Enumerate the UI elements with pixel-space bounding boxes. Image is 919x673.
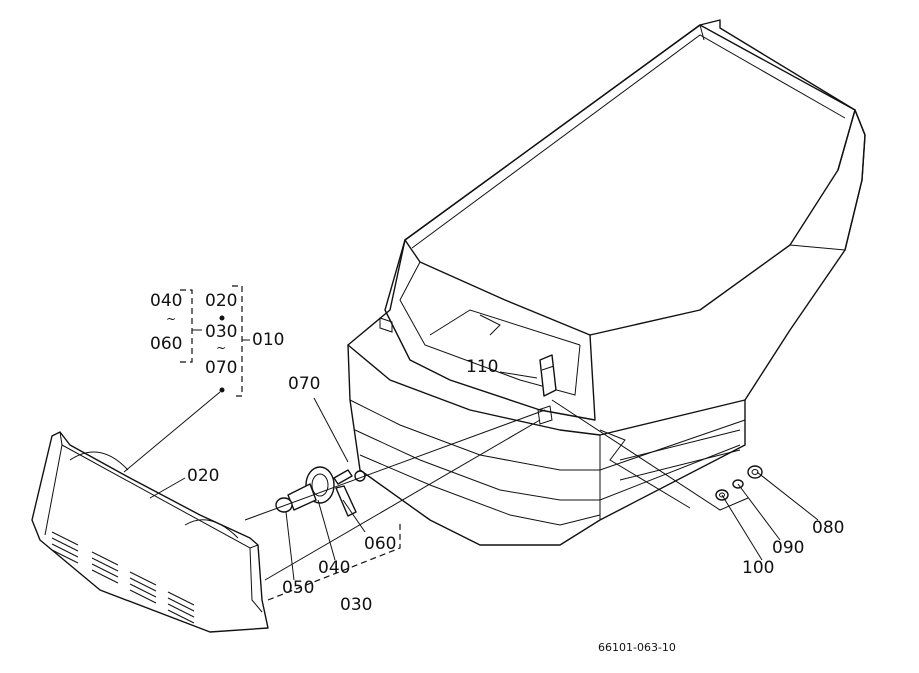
drawing-number: 66101-063-10	[598, 641, 676, 654]
label-090: 090	[772, 538, 805, 558]
leader-lines	[123, 315, 819, 581]
label-040-group: 040	[150, 291, 183, 311]
label-080: 080	[812, 518, 845, 538]
label-030-group: 030	[205, 322, 238, 342]
label-range-tilde: ~	[166, 312, 177, 326]
label-010: 010	[252, 330, 285, 350]
label-030: 030	[340, 595, 373, 615]
housing-vents	[51, 531, 195, 624]
label-100: 100	[742, 558, 775, 578]
label-040: 040	[318, 558, 351, 578]
label-020-group: 020	[205, 291, 238, 311]
label-020: 020	[187, 466, 220, 486]
label-060-group: 060	[150, 334, 183, 354]
label-range-tilde-2: ~	[216, 341, 227, 355]
label-110: 110	[466, 357, 499, 377]
bulb-assembly	[275, 466, 366, 517]
label-070: 070	[288, 374, 321, 394]
label-070-group: 070	[205, 358, 238, 378]
label-050: 050	[282, 578, 315, 598]
headlight-housing	[31, 431, 269, 633]
label-060: 060	[364, 534, 397, 554]
group-brackets	[180, 285, 401, 601]
hood	[347, 19, 866, 546]
washers	[715, 465, 763, 501]
